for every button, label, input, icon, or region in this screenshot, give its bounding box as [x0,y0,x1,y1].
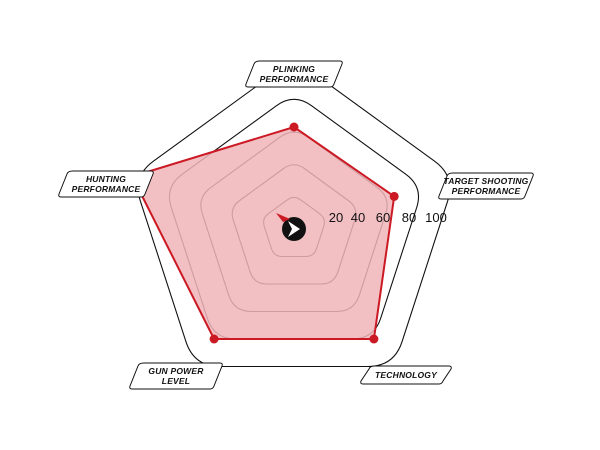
brand-arrow-icon [276,213,306,241]
axis-label-text: HUNTING [86,174,126,184]
tick-label-60: 60 [376,210,390,225]
axis-label-text: PLINKING [273,64,315,74]
axis-label-text: LEVEL [162,376,190,386]
tick-label-100: 100 [425,210,447,225]
data-point-4 [209,334,219,344]
tick-label-40: 40 [351,210,365,225]
axis-label-text: TECHNOLOGY [375,370,438,380]
axis-label-3: TECHNOLOGY [360,365,452,385]
axis-label-box [129,362,223,390]
series-area [131,126,396,340]
axis-label-text: GUN POWER [148,366,204,376]
axis-label-text: PERFORMANCE [260,74,329,84]
tick-label-20: 20 [329,210,343,225]
axis-label-box [58,170,154,198]
axis-label-box [245,60,343,88]
data-point-3 [369,334,379,344]
series-polygon [131,126,396,340]
axis-label-text: PERFORMANCE [72,184,141,194]
tick-labels: 20 40 60 80 100 [329,210,447,225]
axis-label-box [360,365,452,385]
axis-label-text: TARGET SHOOTING [443,176,528,186]
axis-label-text: PERFORMANCE [452,186,521,196]
data-point-1 [289,122,299,132]
tick-label-80: 80 [402,210,416,225]
axis-label-box [438,172,534,200]
data-point-2 [389,191,399,201]
